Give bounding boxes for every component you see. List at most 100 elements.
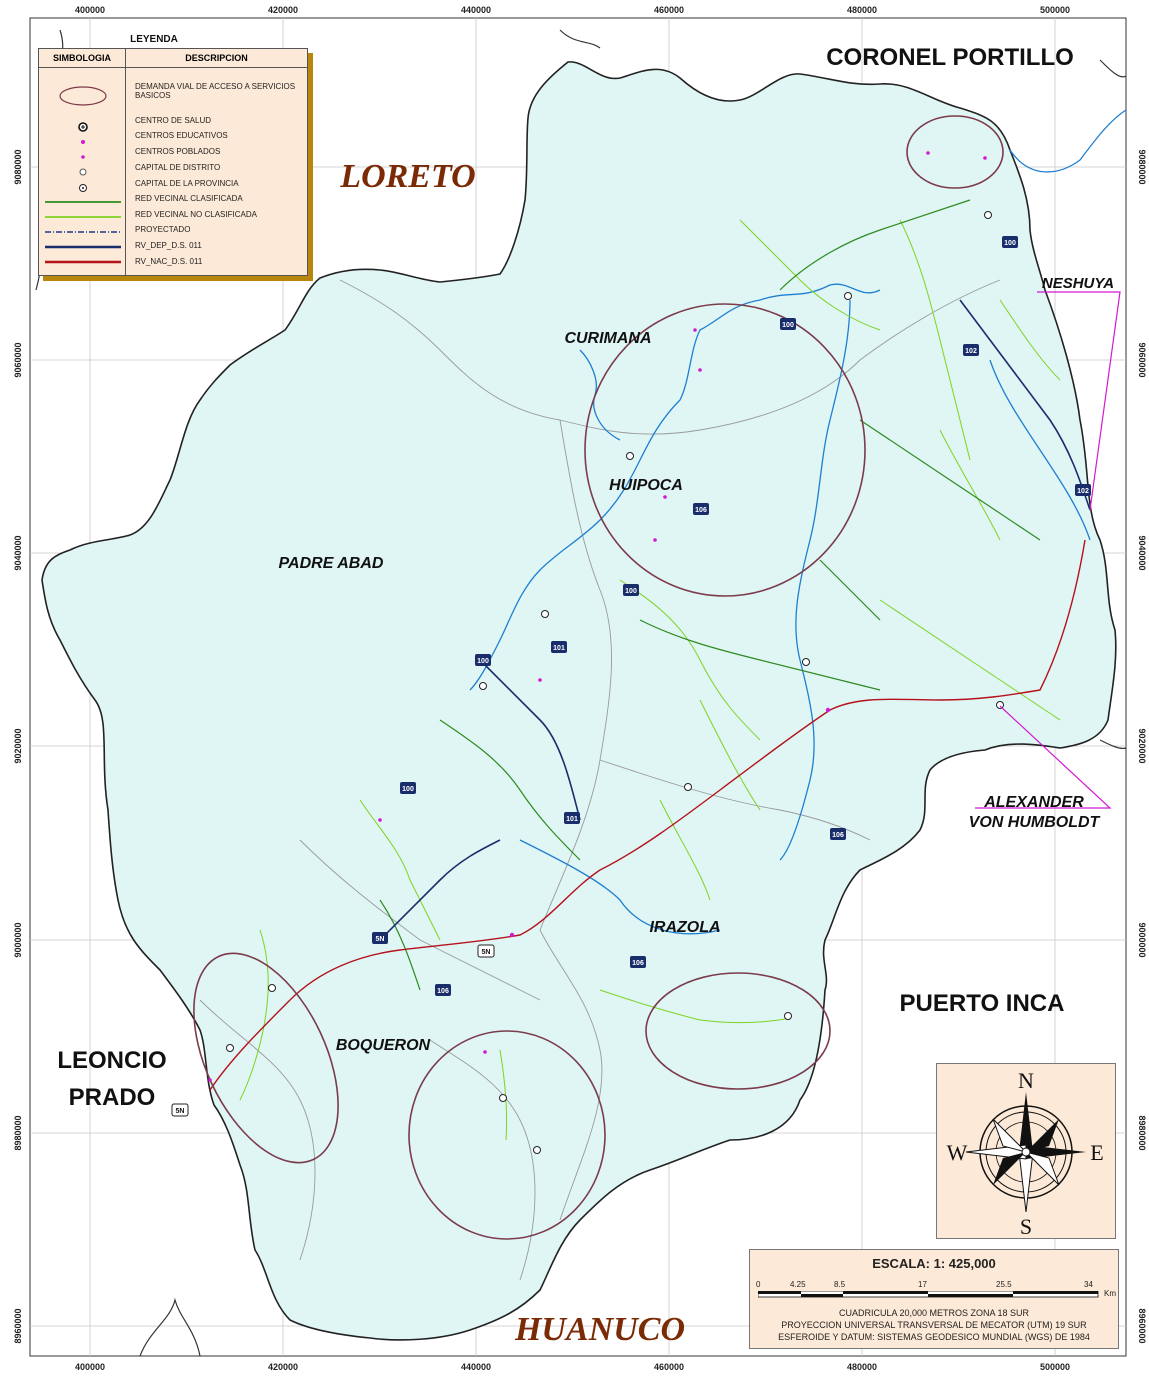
grid-y-label: 9000000 (13, 922, 23, 957)
svg-text:101: 101 (553, 645, 565, 652)
legend-item-label: CAPITAL DE LA PROVINCIA (135, 179, 239, 188)
grid-x-label: 480000 (847, 1362, 877, 1372)
grid-x-label: 460000 (654, 5, 684, 15)
route-shield: 101 (564, 812, 580, 824)
grid-x-label: 400000 (75, 1362, 105, 1372)
scale-datum-info: ESFEROIDE Y DATUM: SISTEMAS GEODESICO MU… (778, 1332, 1090, 1342)
label-neshuya: NESHUYA (1042, 275, 1114, 292)
svg-text:5N: 5N (376, 936, 385, 943)
grid-y-label: 9020000 (13, 728, 23, 763)
demand-ellipse (193, 952, 339, 1164)
scale-tick: 25.5 (996, 1280, 1012, 1289)
label-padre-abad: PADRE ABAD (279, 555, 384, 572)
red-vecinal-clasificada (379, 199, 1041, 991)
label-puerto-inca: PUERTO INCA (900, 990, 1065, 1017)
legend-panel: LEYENDA SIMBOLOGIA DESCRIPCION DEMANDA V… (38, 34, 308, 276)
legend-item-label: PROYECTADO (135, 225, 191, 234)
demand-ellipse (645, 972, 831, 1090)
grid-y-label: 9020000 (1137, 728, 1147, 763)
legend-col-symbol: SIMBOLOGIA (39, 49, 126, 68)
grid-x-label: 460000 (654, 1362, 684, 1372)
legend-title: LEYENDA (130, 34, 178, 45)
demand-ellipses (193, 115, 1004, 1240)
grid-x-label: 400000 (75, 5, 105, 15)
compass-west: W (947, 1140, 968, 1165)
legend-divider (125, 67, 126, 275)
compass-panel: N S E W (936, 1063, 1116, 1239)
label-irazola: IRAZOLA (649, 919, 720, 936)
grid-y-label: 8980000 (1137, 1115, 1147, 1150)
svg-text:102: 102 (1077, 488, 1089, 495)
scale-grid-info: CUADRICULA 20,000 METROS ZONA 18 SUR (838, 1308, 1030, 1318)
route-shield: 100 (780, 318, 796, 330)
legend-item-label: RV_DEP_D.S. 011 (135, 241, 202, 250)
route-shield: 106 (830, 828, 846, 840)
grid-y-label: 8980000 (13, 1115, 23, 1150)
grid-labels-left: 9080000 9060000 9040000 9020000 9000000 … (13, 149, 23, 1343)
svg-text:102: 102 (965, 348, 977, 355)
callout-lines (975, 291, 1121, 809)
road-departmental-icon (45, 245, 121, 249)
grid-y-label: 9080000 (1137, 149, 1147, 184)
legend-col-desc: DESCRIPCION (126, 49, 307, 68)
grid-labels-right: 9080000 9060000 9040000 9020000 9000000 … (1137, 149, 1147, 1343)
legend-item-label: CENTRO DE SALUD (135, 116, 212, 125)
svg-text:100: 100 (402, 786, 414, 793)
rv-dep (379, 299, 1091, 941)
svg-text:100: 100 (1004, 240, 1016, 247)
legend-item-label: CENTROS EDUCATIVOS (135, 131, 228, 140)
school-icon (81, 140, 85, 144)
scale-unit: Km (1104, 1289, 1116, 1298)
grid-x-label: 500000 (1040, 1362, 1070, 1372)
compass-south: S (1020, 1214, 1032, 1238)
district-capital-icon (79, 168, 87, 176)
road-unclassified-icon (45, 216, 121, 218)
label-von-humboldt: VON HUMBOLDT (969, 814, 1101, 831)
province-capital-icon (79, 184, 87, 192)
road-national-icon (45, 260, 121, 264)
route-shield: 102 (1075, 484, 1091, 496)
label-loreto: LORETO (339, 158, 475, 195)
road-classified-icon (45, 201, 121, 203)
demand-ellipse (584, 303, 866, 597)
grid-x-label: 440000 (461, 1362, 491, 1372)
legend-item-label: CENTROS POBLADOS (135, 147, 221, 156)
health-center-icon (78, 122, 88, 132)
scale-tick: 34 (1084, 1280, 1093, 1289)
route-shield: 100 (1002, 236, 1018, 248)
grid-y-label: 8960000 (1137, 1308, 1147, 1343)
grid-x-label: 420000 (268, 1362, 298, 1372)
legend-item-label: RED VECINAL NO CLASIFICADA (135, 210, 257, 219)
route-shield: 100 (400, 782, 416, 794)
scale-panel: ESCALA: 1: 425,000 0 4.25 8.5 17 25.5 34… (749, 1249, 1119, 1349)
route-shield: 5N (372, 932, 388, 944)
grid-x-label: 480000 (847, 5, 877, 15)
grid-y-label: 9060000 (13, 342, 23, 377)
scale-tick: 17 (918, 1280, 927, 1289)
red-vecinal-no-clasificada (239, 219, 1061, 1141)
scale-bar (758, 1291, 1099, 1298)
grid-y-label: 8960000 (13, 1308, 23, 1343)
demand-ellipse (408, 1030, 606, 1240)
legend-item-label: RV_NAC_D.S. 011 (135, 257, 203, 266)
scale-title: ESCALA: 1: 425,000 (872, 1256, 996, 1271)
grid-y-label: 9060000 (1137, 342, 1147, 377)
grid-y-label: 9040000 (1137, 535, 1147, 570)
svg-text:100: 100 (477, 658, 489, 665)
village-icon (81, 155, 85, 159)
district-boundaries (199, 279, 1001, 1281)
settlements (208, 151, 1004, 1154)
rv-nac (209, 539, 1086, 1091)
svg-text:5N: 5N (482, 949, 491, 956)
route-shield: 106 (630, 956, 646, 968)
label-coronel-portillo: CORONEL PORTILLO (826, 44, 1074, 71)
route-shield: 106 (435, 984, 451, 996)
route-shield: 5N (477, 944, 495, 958)
compass-east: E (1090, 1140, 1103, 1165)
compass-rose-icon: N S E W (947, 1068, 1104, 1239)
svg-text:106: 106 (437, 988, 449, 995)
label-huipoca: HUIPOCA (609, 477, 683, 494)
svg-text:101: 101 (566, 816, 578, 823)
svg-text:106: 106 (695, 507, 707, 514)
